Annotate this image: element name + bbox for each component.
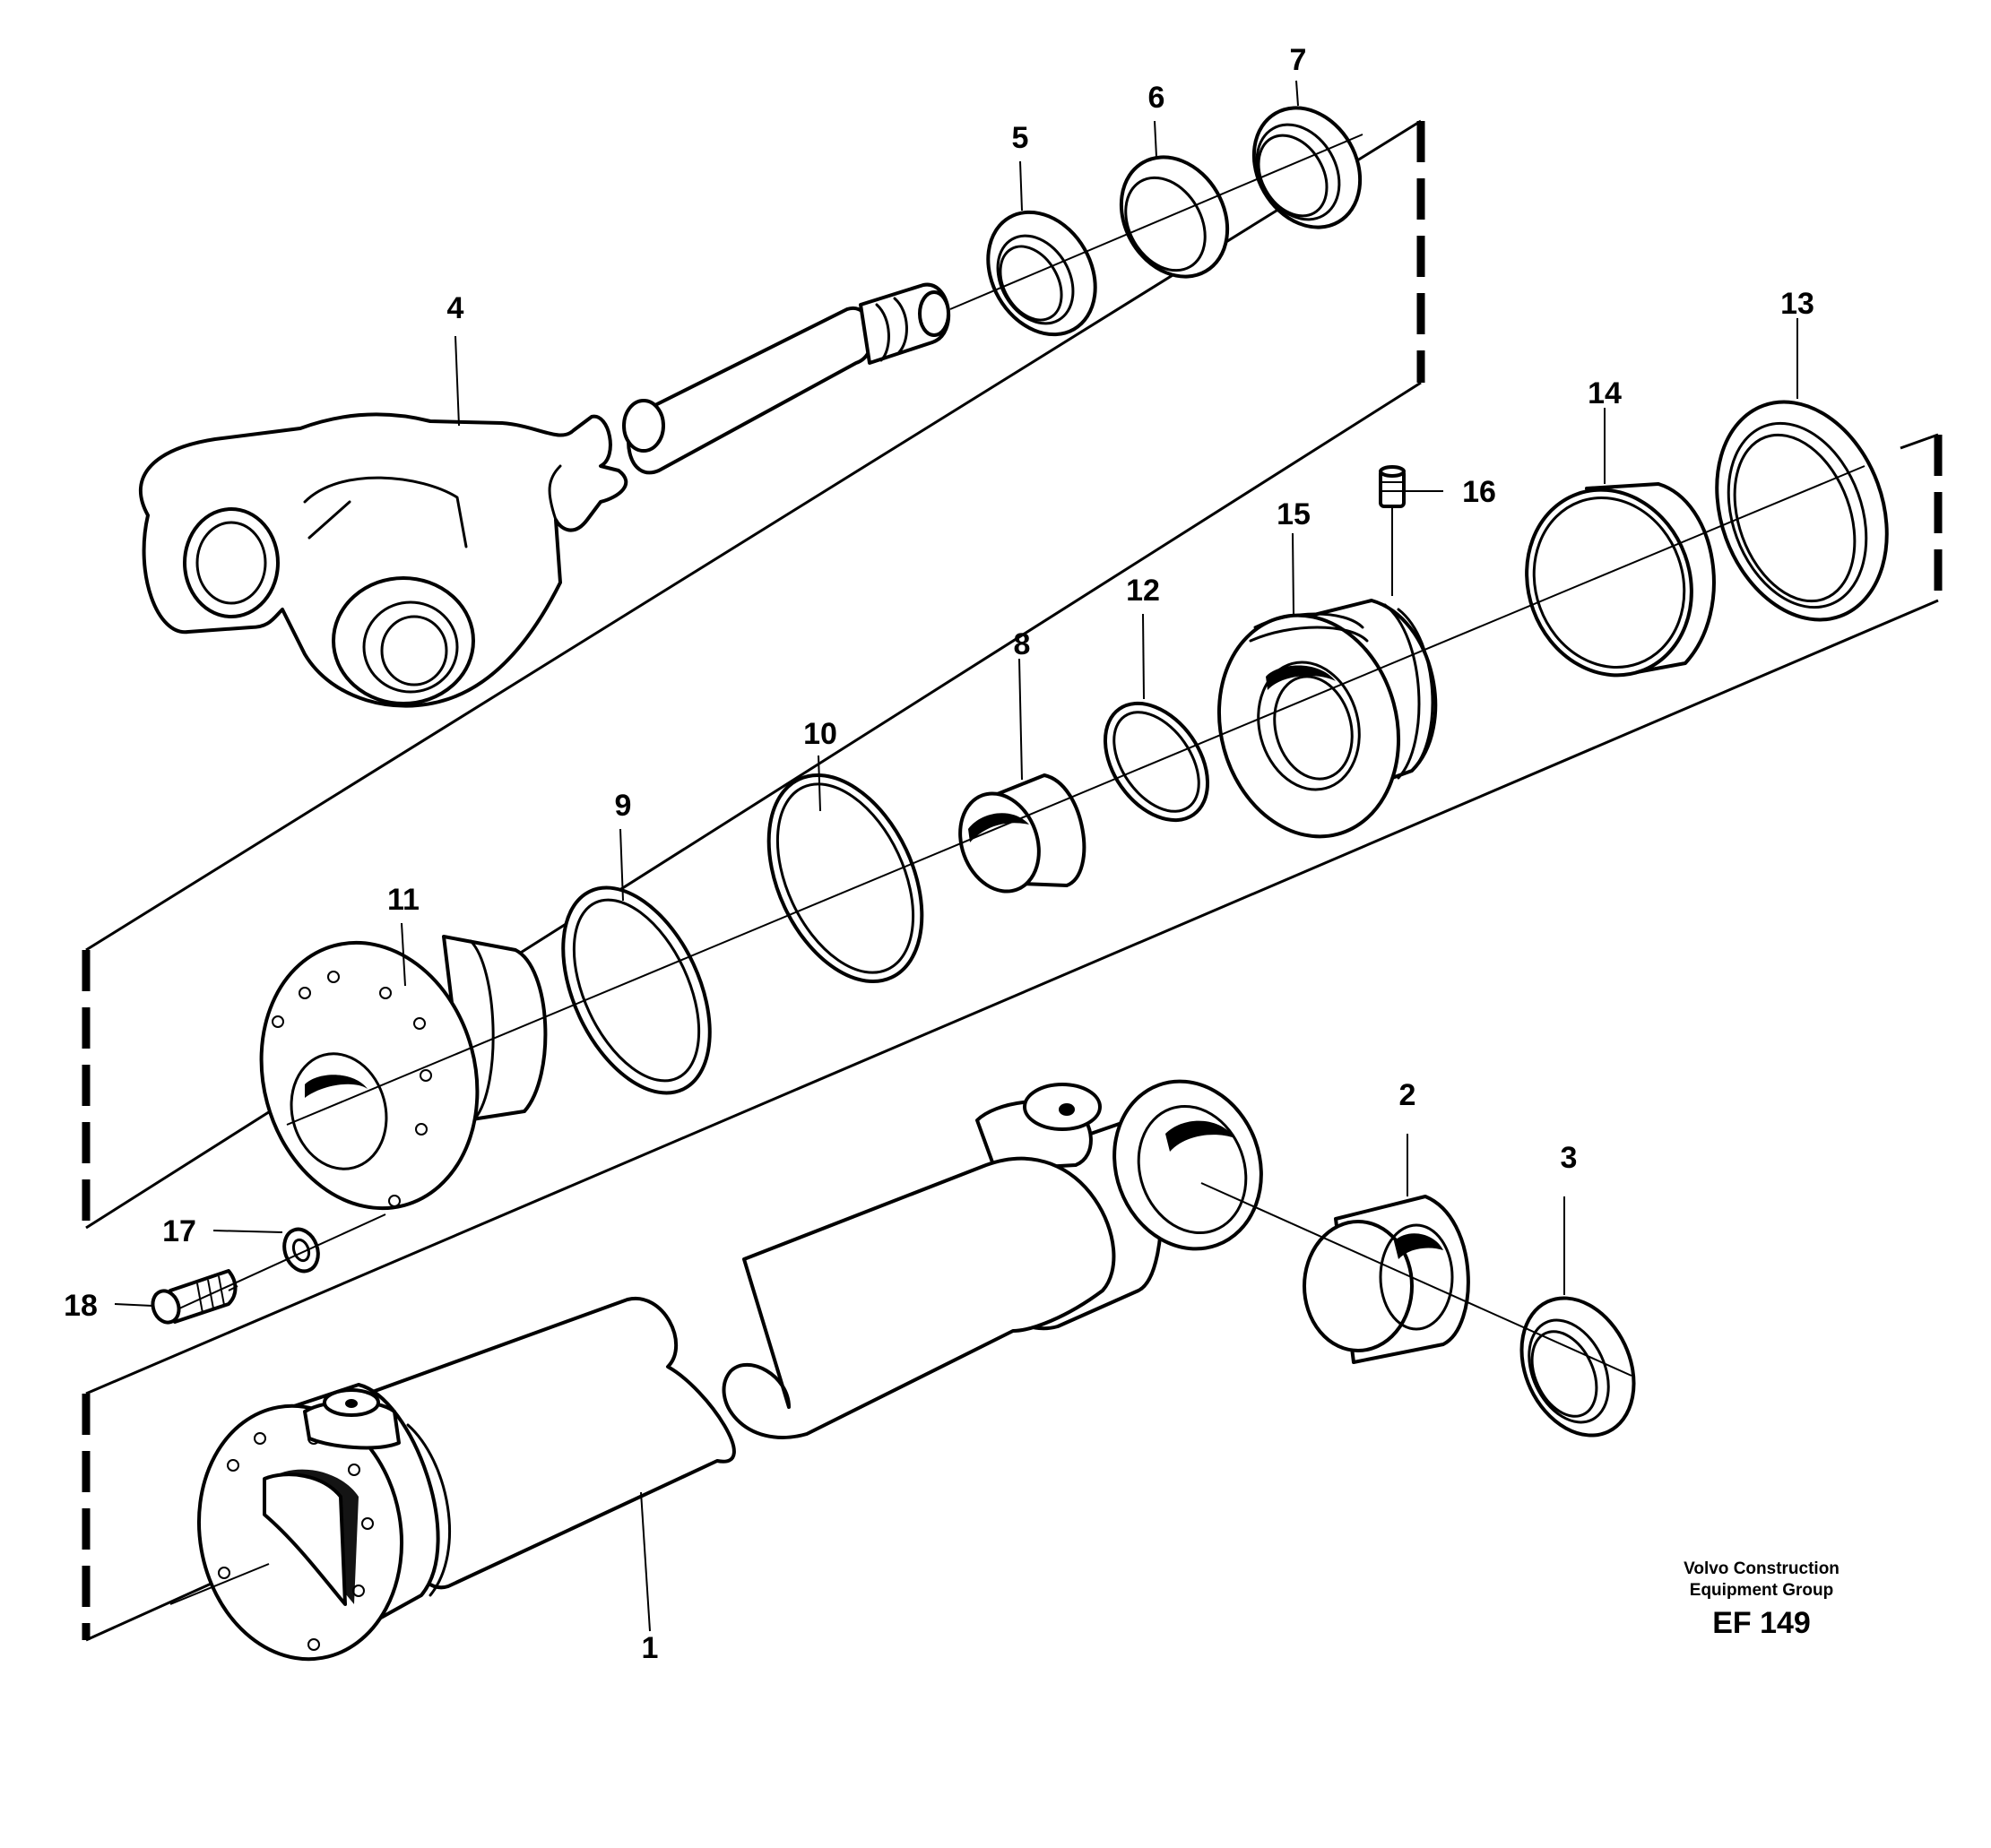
callout-3: 3 — [1561, 1141, 1578, 1175]
cylinder-tube-1 — [196, 1079, 1263, 1662]
callout-11: 11 — [387, 883, 420, 917]
wiper-3 — [1519, 1296, 1636, 1438]
callout-18: 18 — [64, 1289, 98, 1323]
callout-9: 9 — [615, 789, 632, 823]
cap-screw-18 — [151, 1269, 238, 1325]
publisher-line-2: Equipment Group — [1690, 1581, 1833, 1600]
group-frame-bottom — [82, 1394, 216, 1642]
callout-7: 7 — [1290, 43, 1307, 77]
leader-lines — [114, 80, 1798, 1632]
set-screw-16 — [1379, 465, 1406, 508]
callout-10: 10 — [803, 717, 837, 751]
group-frame-middle — [85, 433, 1943, 1395]
axis-line-bolt — [178, 1213, 386, 1309]
axis-line-bottom-right — [1200, 1182, 1632, 1377]
axis-line-top — [949, 134, 1363, 310]
callout-16: 16 — [1462, 475, 1496, 509]
callout-5: 5 — [1012, 121, 1029, 155]
wear-ring-13 — [1715, 400, 1889, 622]
callout-2: 2 — [1399, 1078, 1416, 1112]
callout-8: 8 — [1014, 627, 1031, 661]
bushing-2 — [1303, 1195, 1470, 1364]
bushing-8 — [958, 773, 1086, 894]
callout-14: 14 — [1588, 376, 1622, 410]
cylinder-head-11 — [259, 935, 548, 1211]
publisher-line-1: Volvo Construction — [1684, 1559, 1840, 1578]
callout-4: 4 — [447, 291, 464, 325]
piston-seal-14 — [1525, 482, 1716, 678]
callout-17: 17 — [162, 1214, 196, 1248]
wiper-seal-7 — [1251, 106, 1363, 229]
callout-1: 1 — [642, 1631, 659, 1665]
piston-15 — [1216, 599, 1438, 839]
piston-rod-clevis — [138, 282, 951, 708]
axis-line-middle — [286, 465, 1865, 1126]
callout-15: 15 — [1277, 497, 1311, 531]
figure-code: EF 149 — [1712, 1606, 1811, 1640]
callout-13: 13 — [1780, 287, 1814, 321]
rod-seal-6 — [1119, 155, 1230, 279]
backup-ring-10 — [766, 773, 924, 984]
o-ring-9 — [561, 885, 712, 1095]
rod-seal-5 — [986, 210, 1097, 337]
axis-line-bottom-left — [169, 1563, 270, 1605]
washer-17 — [282, 1227, 320, 1274]
callout-6: 6 — [1148, 81, 1165, 115]
callout-12: 12 — [1126, 574, 1160, 608]
